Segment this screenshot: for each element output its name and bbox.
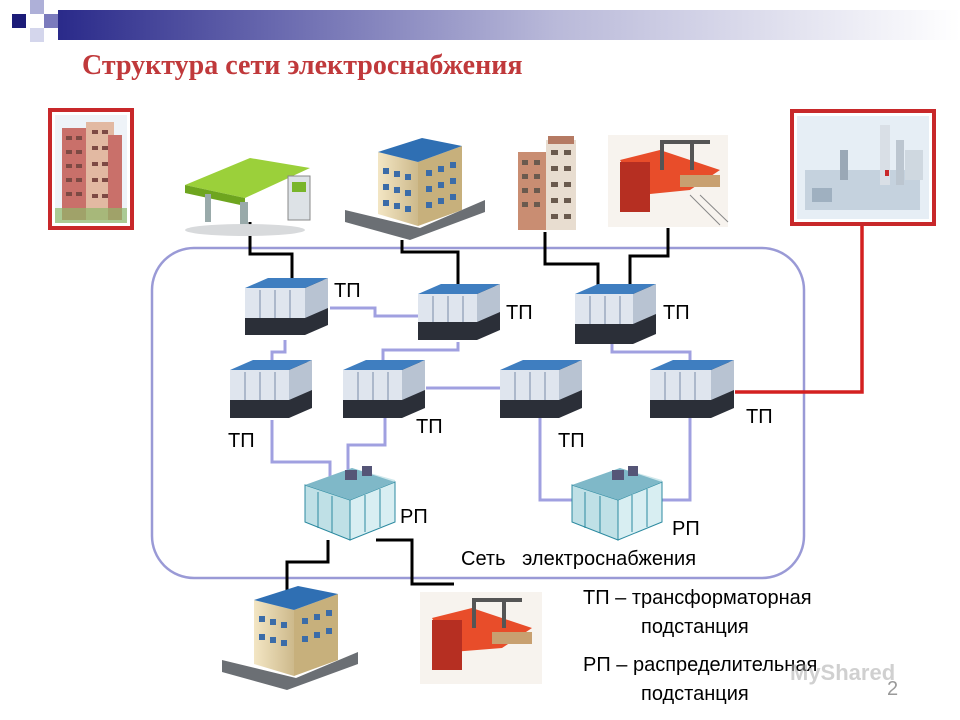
rp-label: РП — [672, 518, 700, 540]
header-square-light — [30, 0, 44, 14]
header-square-pale — [30, 28, 44, 42]
industrial-line — [735, 226, 864, 394]
header-square-mid — [44, 14, 58, 28]
gas-station-icon — [185, 158, 311, 236]
legend-tp-line2: подстанция — [641, 616, 749, 638]
factory-machinery-icon — [608, 135, 729, 227]
feeder-lines — [270, 306, 692, 502]
transformer-substation-icon — [500, 360, 582, 418]
tp-label: ТП — [228, 430, 255, 452]
transformer-substation-icon — [230, 360, 312, 418]
tp-label: ТП — [746, 406, 773, 428]
tp-label: ТП — [334, 280, 361, 302]
tp-label: ТП — [558, 430, 585, 452]
tp-label: ТП — [663, 302, 690, 324]
header-square-dark — [12, 14, 26, 28]
legend-tp-line1: ТП – трансформаторная — [583, 587, 812, 609]
residential-building-icon — [518, 136, 576, 230]
highlight-frame-left — [48, 108, 134, 230]
slide-number: 2 — [887, 678, 899, 700]
tp-label: ТП — [416, 416, 443, 438]
office-building-icon — [345, 138, 485, 240]
transformer-substation-icon — [245, 278, 328, 335]
transformer-substation-icon — [418, 284, 500, 340]
tp-label: ТП — [506, 302, 533, 324]
apartment-tower-icon — [55, 115, 127, 223]
legend-rp-line2: подстанция — [641, 683, 749, 705]
distribution-substation-icon — [304, 466, 396, 541]
transformer-substation-icon — [650, 360, 734, 418]
legend-rp-line1: РП – распределительная — [583, 654, 818, 676]
transformer-substation-icon — [575, 284, 656, 344]
office-building-icon — [222, 586, 358, 690]
highlight-frame-right — [790, 109, 936, 226]
header-bar — [58, 10, 960, 40]
network-boundary — [150, 246, 806, 580]
slide-title: Структура сети электроснабжения — [82, 50, 523, 81]
rp-label: РП — [400, 506, 428, 528]
transformer-substation-icon — [343, 360, 425, 418]
factory-machinery-icon — [420, 592, 542, 684]
network-label: Сеть электроснабжения — [461, 548, 697, 570]
industrial-plant-icon — [797, 116, 929, 219]
watermark: MyShared — [790, 660, 896, 685]
consumer-lines — [248, 222, 670, 590]
distribution-substation-icon — [571, 466, 663, 541]
